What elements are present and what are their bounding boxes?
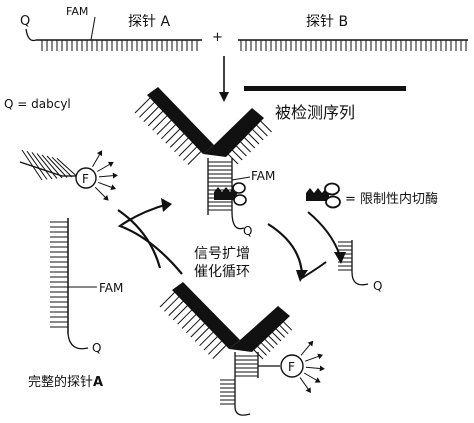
restriction-enzyme-icon (306, 182, 341, 209)
probe-a-quencher-link (25, 28, 37, 42)
y-complex-bottom (159, 282, 325, 416)
released-quencher-fragment (338, 240, 369, 286)
probe-b (238, 39, 468, 51)
fam-fluorophore-left (75, 167, 97, 189)
intact-probe-fam-label: FAM (99, 281, 123, 295)
fam-released-bottom-label: F (288, 360, 295, 374)
fam-fluorophore-bottom (280, 354, 304, 378)
probe-a-fam-pointer (90, 16, 96, 41)
target-sequence-label: 被检测序列 (275, 103, 355, 122)
y-top-quencher-link (231, 211, 245, 230)
intact-probe-caption: 完整的探针A (28, 374, 103, 390)
cycle-arrow-left (117, 198, 183, 275)
probe-a (25, 16, 202, 51)
y-top-fam-label: FAM (251, 169, 275, 183)
q-definition: Q = dabcyl (4, 97, 71, 111)
y-top-right-arm-target (203, 108, 264, 157)
cycle-arrow-cross-right (301, 261, 327, 279)
released-fam-fragment-left (18, 149, 118, 201)
y-top-stem-bases (208, 161, 232, 211)
cycle-label-line2: 催化循环 (194, 264, 250, 280)
fluorescence-emission-left (92, 150, 118, 201)
y-top-q-label: Q (243, 224, 252, 238)
y-complex-top (134, 87, 272, 230)
y-top-fam-pointer (231, 176, 251, 181)
intact-probe-q-label: Q (92, 341, 101, 355)
y-top-left-arm-bases (134, 97, 204, 165)
probe-a-label: 探针 A (128, 14, 170, 30)
plus-sign: + (212, 30, 223, 45)
cycle-arrow-cross (117, 209, 162, 269)
probe-b-bases (240, 40, 467, 51)
y-top-left-arm-target (147, 87, 214, 154)
target-sequence (244, 86, 406, 91)
intact-probe-a (50, 218, 97, 350)
y-top-right-arm-bases (223, 117, 272, 165)
released-fragment-q-label: Q (373, 279, 382, 293)
fluorescence-emission-bottom (299, 340, 325, 394)
enzyme-legend-label: = 限制性内切酶 (345, 191, 438, 207)
hybridize-arrow (219, 56, 229, 102)
fam-released-left-label: F (82, 172, 89, 186)
cycle-label-line1: 信号扩增 (194, 246, 250, 262)
cycle-arrow-right (267, 223, 308, 282)
probe-b-label: 探针 B (306, 14, 348, 30)
probe-a-bases (41, 40, 198, 51)
cleavage-arrow (307, 211, 346, 264)
probe-a-q-label: Q (20, 14, 30, 29)
probe-a-fam-label: FAM (66, 5, 88, 18)
restriction-enzyme-bound (214, 182, 247, 206)
